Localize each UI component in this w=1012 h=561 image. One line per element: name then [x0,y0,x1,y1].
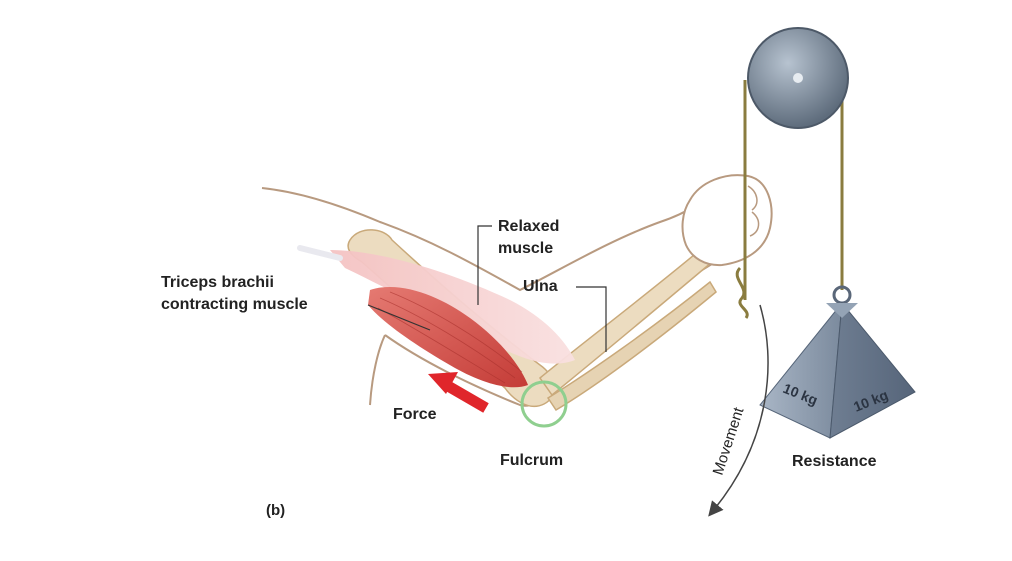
forearm-bone-radius [538,248,714,397]
weight-face-right [829,301,916,439]
triceps-label-line1: Triceps brachii [161,274,274,291]
hand-fist [681,174,773,267]
rope-knot [735,266,749,319]
relaxed-muscle-label-line2: muscle [498,240,554,257]
triceps-label: Triceps brachii contracting muscle [161,272,308,316]
resistance-label: Resistance [792,453,877,470]
ulna-label: Ulna [523,278,558,295]
hand-finger-lines [747,185,760,237]
triceps-label-line2: contracting muscle [161,296,308,313]
fulcrum-label: Fulcrum [500,452,564,469]
pulley-axle [793,73,803,83]
relaxed-muscle-label-line1: Relaxed [498,218,560,235]
relaxed-muscle-label: Relaxed muscle [498,216,559,260]
panel-label: (b) [266,502,286,519]
contracting-muscle-shape [368,286,528,388]
contracting-muscle-fibers [377,291,523,384]
fulcrum-ring [520,380,568,428]
ulna-leader [576,286,607,352]
force-arrow [428,372,489,413]
movement-arrow [708,304,769,517]
relaxed-muscle-leader [477,225,492,305]
weight-face-left [759,301,843,439]
force-label: Force [393,406,437,423]
forearm-bone-ulna [546,280,717,412]
triceps-leader [367,304,431,331]
relaxed-tendon [297,245,343,261]
weight-top [826,303,858,318]
